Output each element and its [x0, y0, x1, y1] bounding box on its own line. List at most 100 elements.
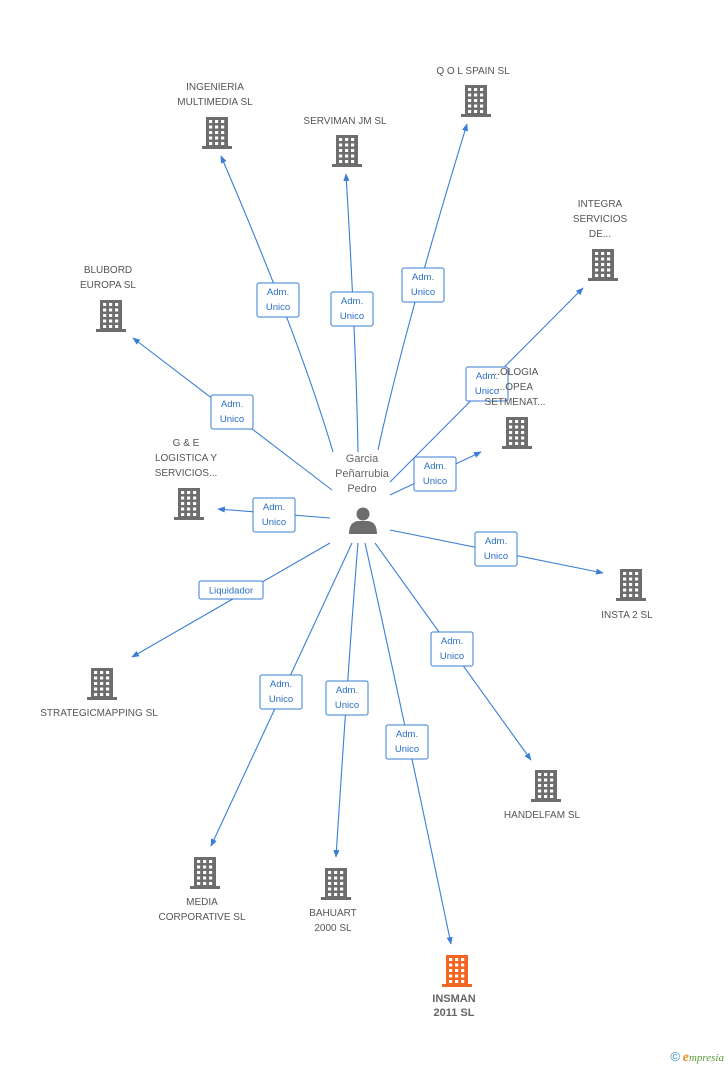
building-window: [187, 507, 191, 511]
building-window: [595, 263, 599, 266]
building-window: [521, 425, 525, 429]
building-window: [468, 88, 472, 91]
building-window: [351, 138, 355, 141]
company-label-line: SERVICIOS: [573, 214, 628, 225]
building-window: [339, 160, 343, 163]
building-window: [109, 314, 113, 317]
relation-label[interactable]: Liquidador: [198, 580, 264, 600]
building-window: [94, 676, 98, 680]
building-window: [623, 588, 627, 592]
building-window: [181, 513, 185, 516]
building-window: [334, 882, 338, 885]
relation-label[interactable]: Adm.Unico: [385, 724, 429, 760]
building-window: [221, 131, 225, 134]
building-window: [334, 887, 338, 891]
relation-label[interactable]: Adm.Unico: [474, 531, 518, 567]
building-window: [328, 871, 332, 874]
relation-label[interactable]: Adm.Unico: [210, 394, 254, 430]
building-window: [468, 93, 472, 97]
relation-edge-qol[interactable]: Adm.Unico: [377, 123, 468, 451]
relation-edge-insman[interactable]: Adm.Unico: [364, 542, 453, 945]
relation-edge-ge[interactable]: Adm.Unico: [217, 497, 331, 533]
company-node-insta2[interactable]: INSTA 2 SL: [601, 569, 653, 621]
relation-label-text: Adm.: [263, 502, 285, 513]
relation-edge-serviman[interactable]: Adm.Unico: [330, 173, 374, 453]
building-window: [351, 160, 355, 163]
relation-label[interactable]: Adm.Unico: [401, 267, 445, 303]
relation-edge-blubord[interactable]: Adm.Unico: [132, 337, 333, 491]
relation-edge-strategic[interactable]: Liquidador: [131, 542, 331, 658]
building-window: [449, 958, 453, 961]
building-window: [193, 491, 197, 494]
building-base: [87, 697, 117, 700]
building-window: [221, 142, 225, 145]
relation-label[interactable]: Adm.Unico: [330, 291, 374, 327]
building-window: [197, 860, 201, 863]
company-node-serviman[interactable]: SERVIMAN JM SL: [303, 116, 387, 167]
company-label-line: BAHUART: [309, 908, 357, 919]
building-window: [509, 431, 513, 434]
copyright-symbol: ©: [670, 1049, 680, 1064]
relation-label[interactable]: Adm.Unico: [465, 366, 509, 402]
relation-label-text: Unico: [220, 414, 244, 425]
building-window: [215, 142, 219, 145]
person-name-line: Pedro: [347, 483, 376, 495]
building-window: [550, 784, 554, 787]
building-window: [509, 436, 513, 440]
building-window: [109, 319, 113, 323]
building-window: [521, 436, 525, 440]
relation-label-text: Adm.: [441, 636, 463, 647]
relation-edge-tecnologia[interactable]: Adm.Unico: [389, 451, 482, 496]
relation-label-box: [430, 631, 474, 667]
edges-layer: Adm.UnicoAdm.UnicoAdm.UnicoAdm.UnicoAdm.…: [131, 123, 604, 945]
building-window: [595, 252, 599, 255]
relation-label-text: Adm.: [424, 461, 446, 472]
company-label-line: INTEGRA: [578, 199, 623, 210]
company-node-qol[interactable]: Q O L SPAIN SL: [436, 66, 510, 117]
relation-label[interactable]: Adm.Unico: [256, 282, 300, 318]
building-window: [538, 789, 542, 793]
building-window: [474, 93, 478, 97]
building-window: [449, 969, 453, 972]
building-window: [550, 795, 554, 798]
building-base: [442, 984, 472, 987]
building-window: [635, 577, 639, 581]
building-window: [461, 963, 465, 967]
relation-label[interactable]: Adm.Unico: [325, 680, 369, 716]
relation-label[interactable]: Adm.Unico: [413, 456, 457, 492]
building-window: [103, 303, 107, 306]
relation-edge-media[interactable]: Adm.Unico: [210, 542, 353, 847]
building-window: [209, 131, 213, 134]
brand-name: mpresia: [688, 1052, 724, 1064]
relation-label[interactable]: Adm.Unico: [252, 497, 296, 533]
relation-edge-bahuart[interactable]: Adm.Unico: [325, 542, 369, 858]
building-window: [94, 687, 98, 691]
relation-edge-handelfam[interactable]: Adm.Unico: [374, 542, 532, 761]
brand-footer[interactable]: © empresia: [670, 1049, 724, 1066]
relation-edge-insta2[interactable]: Adm.Unico: [389, 529, 604, 575]
relation-label-text: Liquidador: [209, 586, 253, 597]
building-window: [115, 325, 119, 328]
company-label-line: ...OPEA: [497, 382, 533, 393]
building-window: [203, 865, 207, 869]
relation-edge-ingenieria[interactable]: Adm.Unico: [220, 155, 334, 453]
company-node-handelfam[interactable]: HANDELFAM SL: [504, 770, 581, 821]
relation-edge-integra[interactable]: Adm.Unico: [389, 287, 584, 483]
company-node-tecnologia[interactable]: ...OLOGIA...OPEASETMENAT...: [485, 367, 546, 449]
relation-label[interactable]: Adm.Unico: [430, 631, 474, 667]
building-window: [515, 442, 519, 445]
relation-label-box: [330, 291, 374, 327]
relation-label[interactable]: Adm.Unico: [259, 674, 303, 710]
company-node-strategic[interactable]: STRATEGICMAPPING SL: [40, 668, 158, 719]
relation-label-text: Unico: [340, 311, 364, 322]
company-node-integra[interactable]: INTEGRASERVICIOSDE...: [573, 199, 628, 281]
building-window: [209, 876, 213, 880]
